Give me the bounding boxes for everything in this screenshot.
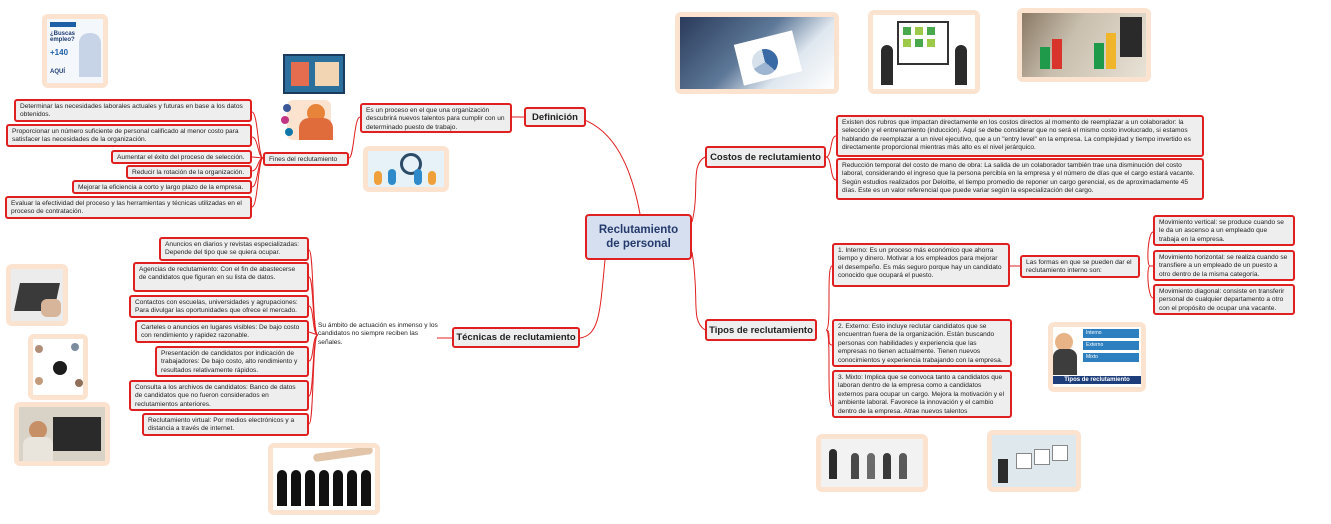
laptop-photo-image: [6, 264, 68, 326]
topic-tecnicas[interactable]: Técnicas de reclutamiento: [452, 327, 580, 348]
tipos-formas-label: Las formas en que se pueden dar el reclu…: [1020, 255, 1140, 278]
topic-tecnicas-label: Técnicas de reclutamiento: [456, 332, 576, 343]
tipos-pic-row-3: Mixto: [1083, 353, 1139, 362]
online-recruit-image: [277, 52, 349, 144]
tecnicas-item-2: Agencias de reclutamiento: Con el fin de…: [133, 262, 309, 292]
definicion-text: Es un proceso en el que una organización…: [360, 103, 512, 133]
tecnicas-item-1: Anuncios en diarios y revistas especiali…: [159, 237, 309, 261]
tipos-externo: 2. Externo: Esto incluye reclutar candid…: [832, 319, 1012, 367]
fines-item-4: Reducir la rotación de la organización.: [126, 165, 252, 179]
tecnicas-intro: Su ámbito de actuación es inmenso y los …: [318, 322, 438, 346]
job-poster-image: ¿Buscas empleo? +140 AQUÍ: [42, 14, 108, 88]
tecnicas-item-3: Contactos con escuelas, universidades y …: [129, 295, 309, 318]
costos-item-1: Existen dos rubros que impactan directam…: [836, 115, 1204, 157]
forma-vertical: Movimiento vertical: se produce cuando s…: [1153, 215, 1295, 246]
tecnicas-item-5: Presentación de candidatos por indicació…: [155, 346, 309, 377]
topic-definicion[interactable]: Definición: [524, 107, 586, 127]
tipos-illustration-image: Interno Externo Mixto Tipos de reclutami…: [1048, 322, 1146, 392]
topic-costos-label: Costos de reclutamiento: [710, 151, 821, 163]
tecnicas-item-7: Reclutamiento virtual: Por medios electr…: [142, 413, 309, 436]
charts-photo-image: [675, 12, 839, 94]
presentation-image: [868, 10, 980, 94]
fines-item-3: Aumentar el éxito del proceso de selecci…: [111, 150, 252, 164]
video-call-image: [14, 402, 110, 466]
topic-definicion-label: Definición: [532, 111, 578, 123]
tipos-mixto: 3. Mixto: Implica que se convoca tanto a…: [832, 370, 1012, 418]
central-title-line2: de personal: [606, 238, 671, 250]
topic-tipos[interactable]: Tipos de reclutamiento: [705, 319, 817, 341]
tipos-pic-banner: Tipos de reclutamiento: [1053, 376, 1141, 384]
candidates-waiting-image: [816, 434, 928, 492]
forma-diagonal: Movimiento diagonal: consiste en transfe…: [1153, 284, 1295, 315]
poster-line2: empleo?: [50, 37, 75, 43]
poster-line1: ¿Buscas: [50, 31, 76, 37]
tecnicas-item-4: Carteles o anuncios en lugares visibles:…: [135, 320, 309, 343]
tipos-interno: 1. Interno: Es un proceso más económico …: [832, 243, 1010, 287]
tecnicas-item-6: Consulta a los archivos de candidatos: B…: [129, 380, 309, 411]
fines-item-2: Proporcionar un número suficiente de per…: [6, 124, 252, 147]
fines-item-1: Determinar las necesidades laborales act…: [14, 99, 252, 122]
central-topic[interactable]: Reclutamiento de personal: [585, 214, 692, 260]
tipos-pic-row-2: Externo: [1083, 341, 1139, 350]
tipos-pic-row-1: Interno: [1083, 329, 1139, 338]
silhouettes-image: [268, 443, 380, 515]
fines-label[interactable]: Fines del reclutamiento: [263, 152, 349, 166]
fines-item-5: Mejorar la eficiencia a corto y largo pl…: [72, 180, 252, 194]
costos-item-2: Reducción temporal del costo de mano de …: [836, 158, 1204, 200]
fines-item-6: Evaluar la efectividad del proceso y las…: [5, 196, 252, 219]
network-people-image: [28, 334, 88, 400]
poster-word: AQUÍ: [50, 69, 65, 75]
central-title-line1: Reclutamiento: [598, 224, 679, 236]
topic-costos[interactable]: Costos de reclutamiento: [705, 146, 826, 168]
magnifier-people-image: [363, 146, 449, 192]
money-chart-image: [1017, 8, 1151, 82]
topic-tipos-label: Tipos de reclutamiento: [709, 324, 813, 336]
forma-horizontal: Movimiento horizontal: se realiza cuando…: [1153, 250, 1295, 281]
hands-cards-image: [987, 430, 1081, 492]
poster-number: +140: [50, 48, 69, 57]
